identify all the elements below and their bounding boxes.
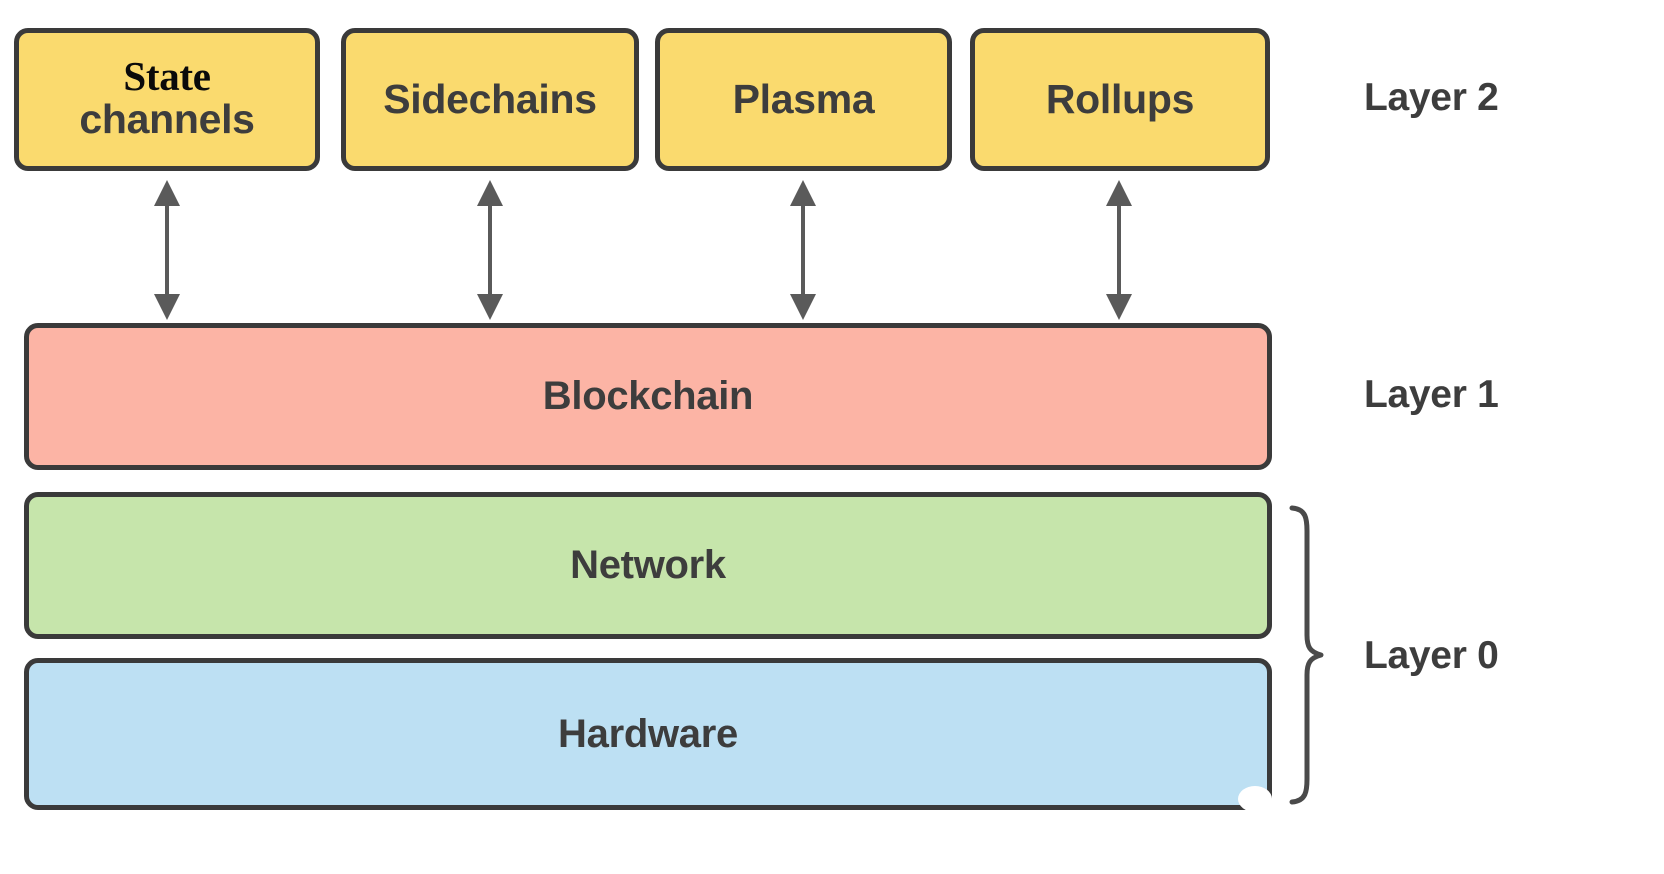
arrow-rollups-to-blockchain	[1106, 180, 1132, 320]
node-blockchain[interactable]: Blockchain	[24, 323, 1272, 470]
node-rollups-label: Rollups	[1045, 75, 1195, 122]
arrow-shaft	[801, 197, 805, 303]
node-plasma[interactable]: Plasma	[655, 28, 952, 171]
node-blockchain-label: Blockchain	[542, 374, 754, 419]
node-network[interactable]: Network	[24, 492, 1272, 639]
node-sidechains-label: Sidechains	[383, 75, 597, 122]
arrow-shaft	[1117, 197, 1121, 303]
node-rollups[interactable]: Rollups	[970, 28, 1270, 171]
arrow-shaft	[488, 197, 492, 303]
arrow-state-channels-to-blockchain	[154, 180, 180, 320]
hardware-corner-notch	[1238, 786, 1272, 812]
label-layer-0: Layer 0	[1364, 634, 1499, 677]
node-hardware[interactable]: Hardware	[24, 658, 1272, 810]
node-state-channels-line1: State	[123, 53, 211, 100]
arrowhead-down-icon	[154, 294, 180, 320]
node-plasma-label: Plasma	[732, 75, 875, 122]
arrowhead-down-icon	[477, 294, 503, 320]
node-state-channels[interactable]: State channels	[14, 28, 320, 171]
arrow-plasma-to-blockchain	[790, 180, 816, 320]
layer0-brace-icon	[1288, 505, 1334, 805]
arrow-sidechains-to-blockchain	[477, 180, 503, 320]
node-state-channels-line2: channels	[79, 96, 255, 143]
node-sidechains[interactable]: Sidechains	[341, 28, 639, 171]
node-network-label: Network	[570, 543, 726, 588]
node-state-channels-label: State channels	[19, 56, 315, 143]
arrowhead-down-icon	[790, 294, 816, 320]
arrow-shaft	[165, 197, 169, 303]
arrowhead-down-icon	[1106, 294, 1132, 320]
label-layer-2: Layer 2	[1364, 76, 1499, 119]
node-hardware-label: Hardware	[558, 711, 738, 756]
label-layer-1: Layer 1	[1364, 373, 1499, 416]
